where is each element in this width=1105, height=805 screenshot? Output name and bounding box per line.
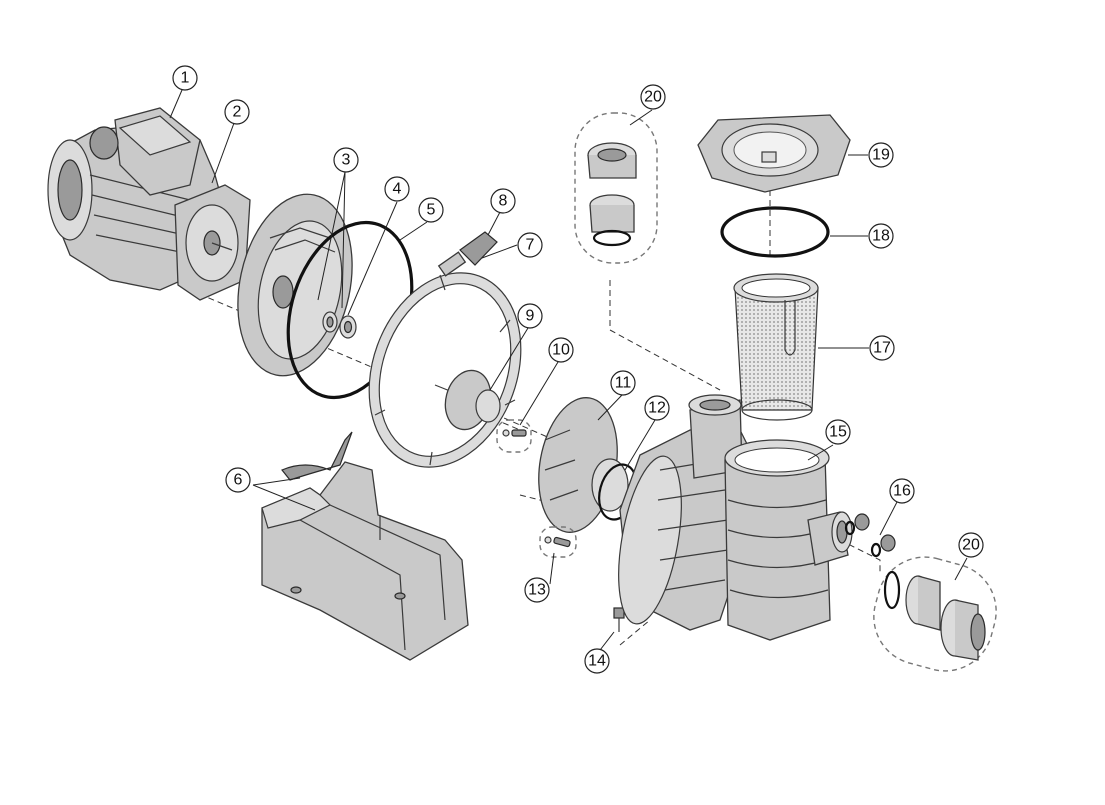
callout-6: 6 (225, 467, 251, 493)
callout-20-bottom-label: 20 (962, 537, 980, 554)
seal-plate (237, 193, 353, 377)
callout-13-label: 13 (528, 582, 546, 599)
callout-12: 12 (644, 395, 670, 421)
callout-10: 10 (548, 337, 574, 363)
callout-17: 17 (869, 335, 895, 361)
diffuser-screws (539, 526, 577, 558)
callout-6-label: 6 (234, 472, 243, 489)
callout-19: 19 (868, 142, 894, 168)
drain-plug (613, 607, 625, 632)
callout-4: 4 (384, 176, 410, 202)
callout-11: 11 (610, 370, 636, 396)
callout-20-top: 20 (640, 84, 666, 110)
callout-14: 14 (584, 648, 610, 674)
lid-o-ring (720, 206, 830, 258)
union-fitting-set-bottom (873, 556, 997, 672)
callout-19-label: 19 (872, 147, 890, 164)
pump-housing (618, 394, 853, 641)
callout-10-label: 10 (552, 342, 570, 359)
callout-8-label: 8 (499, 193, 508, 210)
pump-base (261, 431, 469, 661)
callout-7-label: 7 (526, 237, 535, 254)
callout-18-label: 18 (872, 228, 890, 245)
callout-14-label: 14 (588, 653, 606, 670)
impeller (434, 369, 501, 431)
callout-15-label: 15 (829, 424, 847, 441)
callout-18: 18 (868, 223, 894, 249)
callout-8: 8 (490, 188, 516, 214)
callout-16: 16 (889, 478, 915, 504)
callout-7: 7 (517, 232, 543, 258)
callout-12-label: 12 (648, 400, 666, 417)
callout-13: 13 (524, 577, 550, 603)
impeller-screw (496, 419, 532, 453)
callout-3: 3 (333, 147, 359, 173)
strainer-drain-plug (844, 513, 896, 558)
diffuser (538, 397, 629, 533)
clamp-ring (368, 272, 522, 468)
callout-17-label: 17 (873, 340, 891, 357)
leader-lines (169, 89, 968, 655)
callout-15: 15 (825, 419, 851, 445)
motor (47, 107, 251, 301)
union-fitting-set-top (574, 112, 658, 264)
callout-2-label: 2 (233, 104, 242, 121)
callout-9: 9 (517, 303, 543, 329)
callout-5: 5 (418, 197, 444, 223)
callout-16-label: 16 (893, 483, 911, 500)
callout-5-label: 5 (427, 202, 436, 219)
callout-3-label: 3 (342, 152, 351, 169)
callout-4-label: 4 (393, 181, 402, 198)
callout-20-top-label: 20 (644, 89, 662, 106)
mechanical-seal (322, 311, 357, 339)
callout-20-bottom: 20 (958, 532, 984, 558)
strainer-basket (733, 273, 819, 421)
callout-9-label: 9 (526, 308, 535, 325)
clamp-knob (437, 231, 498, 277)
callout-1: 1 (172, 65, 198, 91)
strainer-lid (697, 114, 851, 193)
callout-2: 2 (224, 99, 250, 125)
callout-1-label: 1 (181, 70, 190, 87)
callout-11-label: 11 (615, 375, 632, 392)
